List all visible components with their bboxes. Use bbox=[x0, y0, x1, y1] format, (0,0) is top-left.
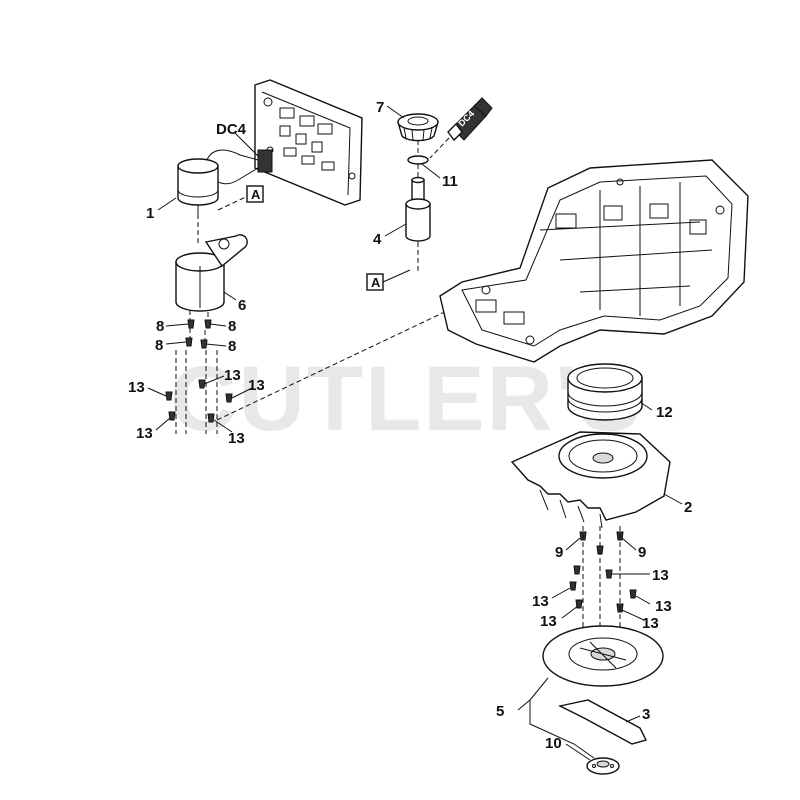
reference-marker-a-center: A bbox=[366, 273, 384, 291]
dc4-tube: DC4 bbox=[447, 97, 493, 142]
callout-13-d: 13 bbox=[136, 425, 153, 442]
callout-10: 10 bbox=[545, 735, 562, 752]
watermark: CUTLER'S bbox=[170, 348, 642, 450]
screws-13-left bbox=[165, 350, 233, 434]
callout-9-b: 9 bbox=[638, 544, 646, 561]
hub bbox=[586, 757, 620, 775]
height-knob bbox=[397, 113, 439, 142]
leader-lines bbox=[147, 105, 683, 761]
callout-13-b: 13 bbox=[224, 367, 241, 384]
callout-9-a: 9 bbox=[555, 544, 563, 561]
callout-13-i: 13 bbox=[540, 613, 557, 630]
reference-marker-a-left: A bbox=[246, 185, 264, 203]
callout-11: 11 bbox=[442, 173, 458, 190]
callout-13-j: 13 bbox=[642, 615, 659, 632]
callout-2: 2 bbox=[684, 499, 692, 516]
callout-4: 4 bbox=[373, 231, 382, 248]
o-ring bbox=[407, 155, 429, 165]
callout-13-c: 13 bbox=[248, 377, 265, 394]
svg-text:A: A bbox=[251, 187, 261, 202]
bearing-ring bbox=[567, 363, 643, 421]
callout-7: 7 bbox=[376, 99, 384, 116]
circuit-board bbox=[254, 79, 363, 206]
callout-13-a: 13 bbox=[128, 379, 145, 396]
leader-chassis-axis bbox=[216, 299, 471, 421]
callout-8-c: 8 bbox=[155, 337, 163, 354]
height-adjuster-shaft bbox=[405, 176, 431, 242]
callout-3: 3 bbox=[642, 706, 650, 723]
callout-8-a: 8 bbox=[156, 318, 164, 335]
callout-dc4: DC4 bbox=[216, 121, 247, 138]
motor bbox=[177, 158, 219, 214]
chassis bbox=[439, 159, 749, 363]
callout-13-h: 13 bbox=[655, 598, 672, 615]
callout-5: 5 bbox=[496, 703, 504, 720]
blade bbox=[557, 699, 648, 745]
blade-disc bbox=[542, 625, 664, 687]
callout-13-e: 13 bbox=[228, 430, 245, 447]
leader-tube bbox=[429, 137, 450, 159]
callout-8-b: 8 bbox=[228, 318, 236, 335]
callout-8-d: 8 bbox=[228, 338, 236, 355]
callouts: DC4 1 7 11 4 6 8 8 8 8 13 13 13 13 13 12… bbox=[128, 99, 692, 752]
leader-a-center bbox=[382, 269, 411, 283]
screws-8 bbox=[185, 310, 212, 349]
deck-cover bbox=[510, 431, 671, 529]
motor-housing bbox=[175, 234, 248, 312]
callout-13-f: 13 bbox=[652, 567, 669, 584]
svg-text:A: A bbox=[371, 275, 381, 290]
callout-6: 6 bbox=[238, 297, 246, 314]
screws-9-13-right bbox=[569, 526, 637, 646]
callout-12: 12 bbox=[656, 404, 673, 421]
callout-13-g: 13 bbox=[532, 593, 549, 610]
callout-1: 1 bbox=[146, 205, 154, 222]
leader-a-motor bbox=[217, 195, 249, 211]
